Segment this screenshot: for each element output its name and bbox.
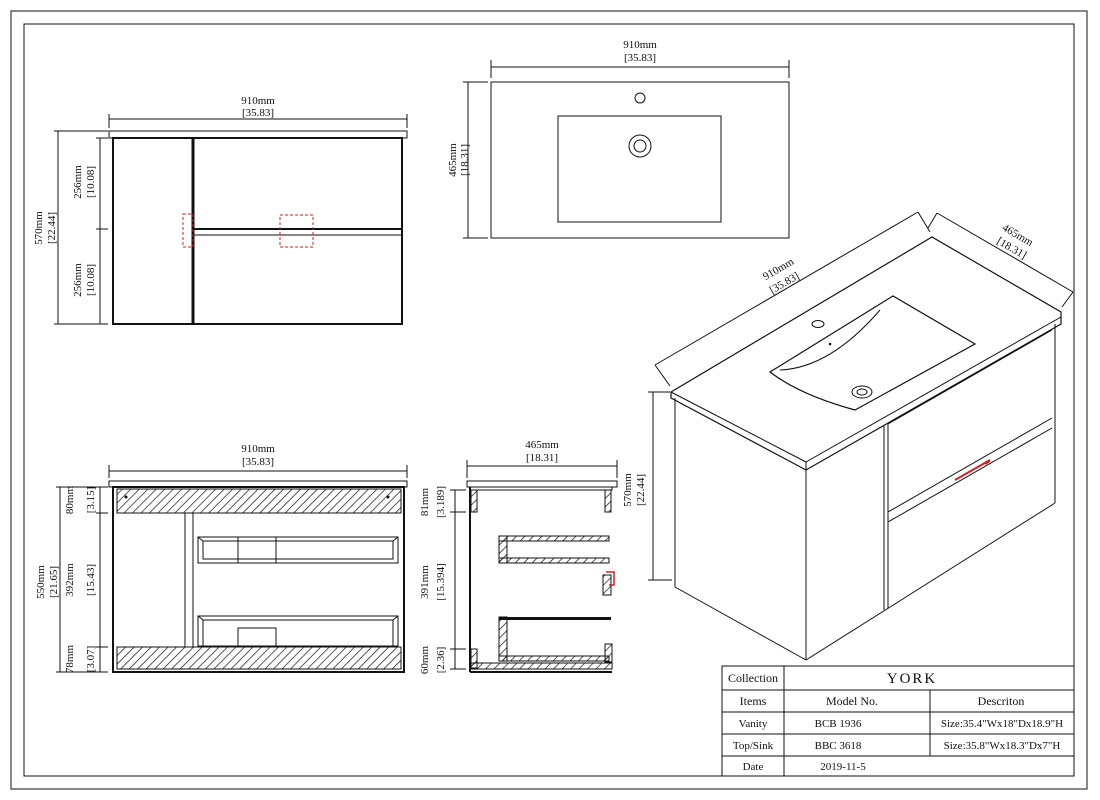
iso-drain [851,385,873,399]
section-mid-in: [15.43] [85,564,97,596]
top-width-in: [35.83] [624,52,656,64]
row-date-value: 2019-11-5 [820,761,866,773]
side-bot-mm: 60mm [419,646,431,675]
bottom-rail-hatched [116,646,402,670]
top-plan-view: 910mm [35.83] 465mm [18.31] [447,39,790,239]
top-depth-mm: 465mm [447,143,459,177]
faucet-hole [634,92,646,104]
front-lower-in: [10.08] [85,264,97,296]
section-total-mm: 550mm [35,565,47,599]
front-height-mm: 570mm [33,211,45,245]
collection-label: Collection [728,671,778,685]
row-top-model: BBC 3618 [815,740,862,752]
section-width-mm: 910mm [241,443,275,455]
side-top-mm: 81mm [419,488,431,517]
front-lower-mm: 256mm [72,263,84,297]
side-mid-mm: 391mm [419,565,431,599]
handle-marker-left [182,213,194,248]
row-top-desc: Size:35.8"Wx18.3"Dx7"H [944,740,1061,752]
top-depth-in: [18.31] [459,144,471,176]
row-top-item: Top/Sink [733,740,774,752]
side-width-in: [18.31] [526,452,558,464]
section-bot-in: [3.07] [85,646,97,673]
row-vanity-item: Vanity [739,718,768,730]
side-top-in: [3.189] [435,486,447,518]
header-items: Items [740,694,767,708]
top-width-mm: 910mm [623,39,657,51]
side-bot-in: [2.36] [435,647,447,674]
side-width-mm: 465mm [525,439,559,451]
iso-faucet-hole [811,320,825,328]
front-section-view: 910mm [35.83] 550mm [21.65] 80mm [3.15] … [35,443,408,674]
front-elevation-view: 910mm [35.83] 570mm [22.44] 256mm [10.08… [33,95,408,325]
row-date-item: Date [743,761,764,773]
row-vanity-model: BCB 1936 [815,718,862,730]
sheet-inner-frame [23,23,1075,777]
drain [628,134,652,158]
front-width-in: [35.83] [242,107,274,119]
front-width-mm: 910mm [241,95,275,107]
iso-height-in: [22.44] [635,474,647,506]
iso-height-mm: 570mm [622,473,634,507]
isometric-view: 910mm [35.83] 465mm [18.31] 570mm [22.44… [622,211,1074,661]
section-width-in: [35.83] [242,456,274,468]
row-vanity-desc: Size:35.4"Wx18"Dx18.9"H [941,718,1063,730]
title-block: Collection YORK Items Model No. Descrito… [721,665,1075,777]
front-height-in: [22.44] [46,212,58,244]
front-upper-in: [10.08] [85,166,97,198]
section-bot-mm: 78mm [64,645,76,674]
header-model: Model No. [826,694,878,708]
side-section-view: 465mm [18.31] 81mm [3.189] 391mm [15.394… [419,439,618,675]
section-top-in: [3.15] [85,487,97,514]
section-total-in: [21.65] [48,566,60,598]
side-mid-in: [15.394] [435,563,447,601]
header-description: Descriton [978,694,1025,708]
collection-value: YORK [887,671,938,687]
handle-marker-center [279,214,314,248]
front-upper-mm: 256mm [72,165,84,199]
section-top-mm: 80mm [64,486,76,515]
section-mid-mm: 392mm [64,563,76,597]
sheet-frame [10,10,1088,790]
top-rail-hatched [116,488,402,514]
